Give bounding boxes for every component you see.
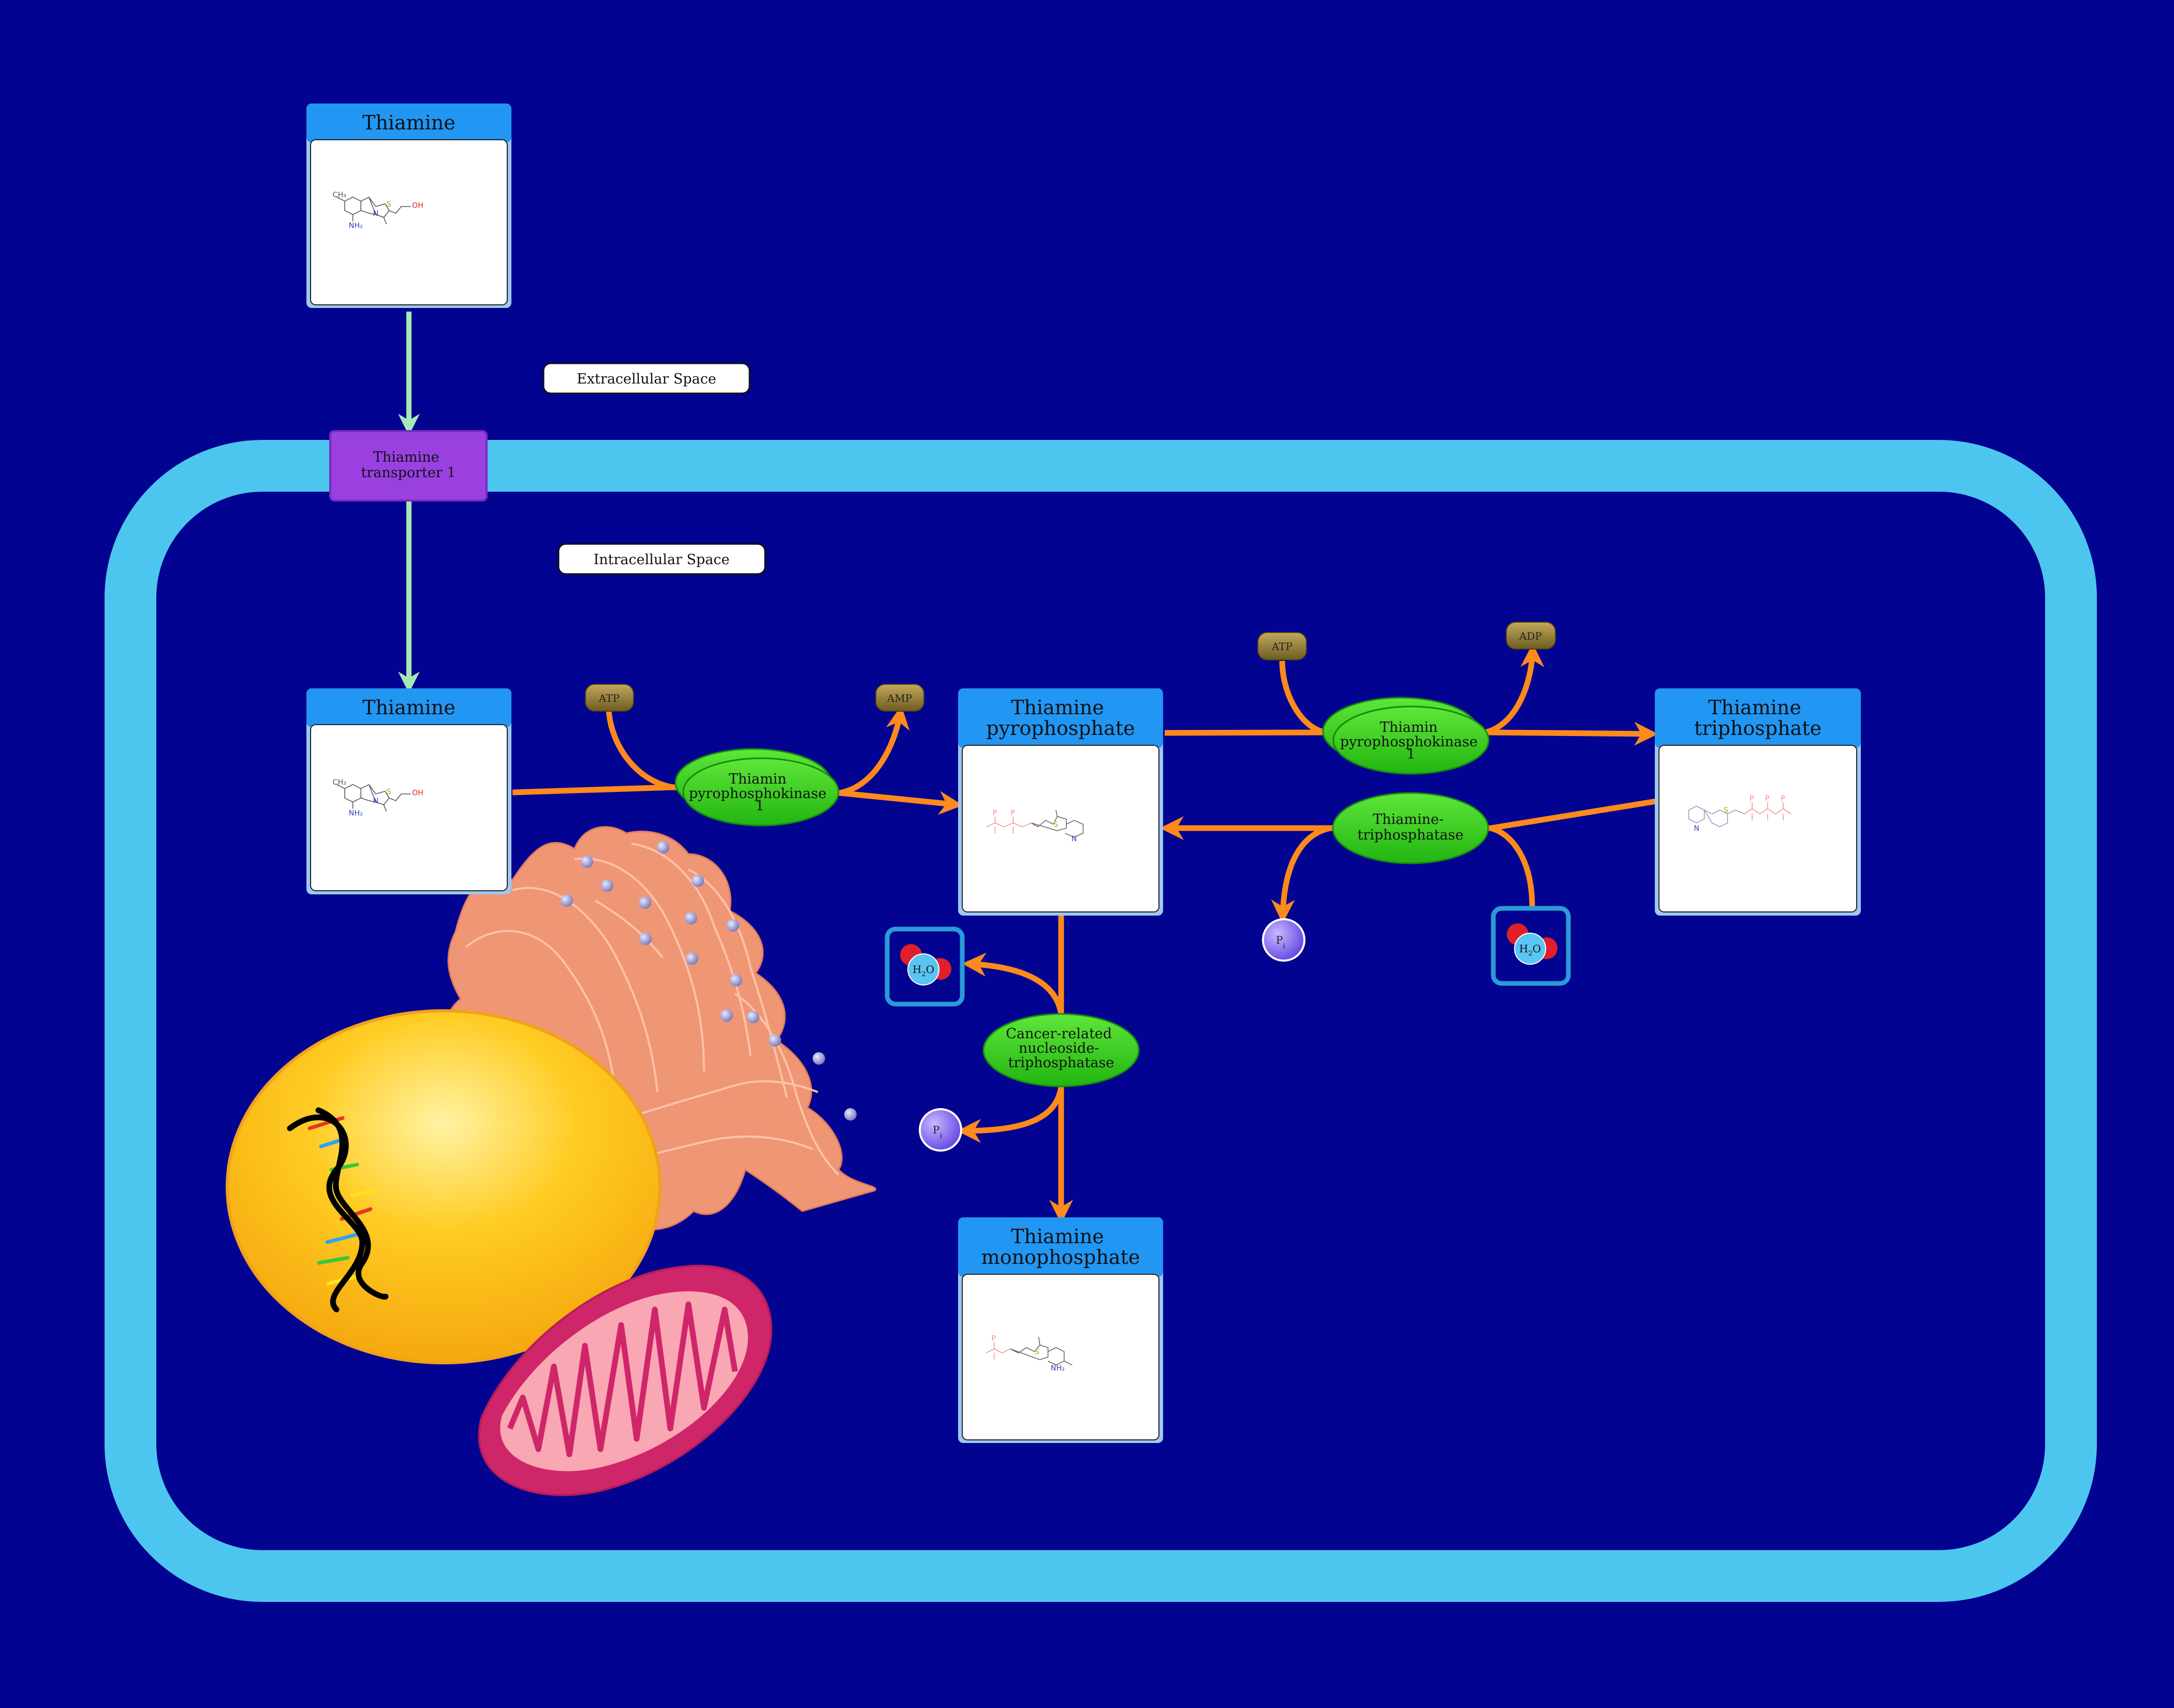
svg-text:AMP: AMP bbox=[887, 692, 912, 704]
svg-text:Intracellular Space: Intracellular Space bbox=[594, 552, 730, 568]
enzyme-cancer-related-nucleoside-triphosphatase[interactable]: Cancer-related nucleoside- triphosphatas… bbox=[982, 1013, 1140, 1087]
structure-thiamine: CH₃ NH₂ OH N S bbox=[333, 778, 423, 818]
svg-text:S: S bbox=[1053, 821, 1058, 829]
enzyme-thiamin-pyrophosphokinase-1-a[interactable]: Thiamin pyrophosphokinase 1 bbox=[674, 748, 840, 827]
dna-helix bbox=[287, 1107, 389, 1313]
atp2-to-tpk1b bbox=[1279, 660, 1327, 735]
svg-text:NH₂: NH₂ bbox=[349, 809, 363, 818]
phosphate-icon[interactable]: Pi bbox=[919, 1108, 962, 1152]
svg-text:CH₃: CH₃ bbox=[333, 191, 346, 199]
enzyme-label: Thiamin pyrophosphokinase 1 bbox=[1340, 719, 1482, 762]
svg-text:CH₃: CH₃ bbox=[333, 778, 346, 787]
crntp-to-pi bbox=[957, 1086, 1064, 1143]
compound-title: Thiamine bbox=[362, 111, 456, 134]
extracellular-space-label: Extracellular Space bbox=[542, 362, 751, 394]
svg-text:H2O: H2O bbox=[1519, 943, 1541, 958]
enzyme-label: Thiamine- triphosphatase bbox=[1358, 812, 1464, 843]
svg-text:P: P bbox=[991, 1335, 996, 1343]
phosphate-icon[interactable]: Pi bbox=[1262, 918, 1305, 962]
transporter-label: Thiamine transporter 1 bbox=[361, 449, 456, 481]
nucleus bbox=[226, 1009, 662, 1364]
tpk1b-to-adp2 bbox=[1485, 643, 1545, 735]
structure-thiamine-pyrophosphate: P P S N bbox=[986, 809, 1084, 843]
svg-text:NH₂: NH₂ bbox=[1051, 1364, 1065, 1373]
structure-thiamine: CH₃ NH₂ OH N S bbox=[333, 191, 423, 230]
svg-text:P: P bbox=[1750, 795, 1754, 803]
cofactor-atp-2[interactable]: ATP bbox=[1257, 632, 1307, 660]
enzyme-label: Cancer-related nucleoside- triphosphatas… bbox=[1006, 1026, 1117, 1071]
svg-text:N: N bbox=[1071, 835, 1077, 843]
thtpa-to-pi bbox=[1271, 825, 1331, 924]
compound-thiamine-triphosphate[interactable]: Thiamine triphosphate P P P S N bbox=[1655, 688, 1861, 916]
water-icon[interactable]: H2O bbox=[885, 926, 965, 1007]
thiamine-transporter-1[interactable]: Thiamine transporter 1 bbox=[329, 430, 488, 502]
compound-thiamine-monophosphate[interactable]: Thiamine monophosphate P S NH₂ bbox=[958, 1217, 1163, 1443]
svg-text:N: N bbox=[373, 797, 379, 805]
svg-text:NH₂: NH₂ bbox=[349, 222, 363, 230]
svg-text:ATP: ATP bbox=[1271, 640, 1292, 653]
intracellular-space-label: Intracellular Space bbox=[557, 543, 766, 575]
tpk1-to-amp1 bbox=[839, 705, 910, 796]
cofactor-amp-1[interactable]: AMP bbox=[875, 684, 924, 712]
compound-thiamine[interactable]: Thiamine CH₃ NH₂ OH N S bbox=[306, 688, 511, 894]
water-to-thtpa bbox=[1490, 825, 1535, 907]
enzyme-thiamin-pyrophosphokinase-1-b[interactable]: Thiamin pyrophosphokinase 1 bbox=[1322, 697, 1490, 775]
water-icon[interactable]: H2O bbox=[1491, 906, 1571, 986]
cofactor-adp-2[interactable]: ADP bbox=[1506, 622, 1556, 650]
svg-text:ATP: ATP bbox=[598, 692, 620, 704]
structure-thiamine-triphosphate: P P P S N bbox=[1688, 795, 1791, 833]
svg-text:P: P bbox=[1781, 795, 1785, 803]
svg-text:P: P bbox=[993, 809, 997, 817]
svg-text:S: S bbox=[1035, 1348, 1039, 1357]
svg-text:OH: OH bbox=[412, 789, 423, 798]
compound-title: Thiamine monophosphate bbox=[981, 1225, 1140, 1269]
enzyme-label: Thiamin pyrophosphokinase 1 bbox=[689, 771, 831, 814]
svg-text:P: P bbox=[1011, 809, 1015, 817]
cofactor-atp-1[interactable]: ATP bbox=[585, 684, 634, 712]
svg-text:S: S bbox=[387, 788, 391, 796]
svg-text:OH: OH bbox=[412, 202, 423, 210]
compound-title: Thiamine bbox=[362, 696, 456, 719]
compound-title: Thiamine pyrophosphate bbox=[986, 696, 1135, 740]
compound-thiamine-extracellular[interactable]: Thiamine CH₃ NH₂ OH N S bbox=[306, 104, 511, 308]
svg-text:H2O: H2O bbox=[913, 963, 934, 978]
compound-thiamine-pyrophosphate[interactable]: Thiamine pyrophosphate P P S N bbox=[958, 688, 1163, 916]
svg-text:Extracellular Space: Extracellular Space bbox=[577, 371, 716, 387]
mitochondrion bbox=[478, 1264, 773, 1496]
structure-thiamine-monophosphate: P S NH₂ bbox=[986, 1335, 1073, 1373]
svg-text:ADP: ADP bbox=[1519, 630, 1542, 642]
svg-text:Pi: Pi bbox=[933, 1124, 942, 1140]
svg-text:Pi: Pi bbox=[1276, 934, 1285, 950]
svg-text:S: S bbox=[1724, 806, 1728, 815]
svg-text:N: N bbox=[1694, 824, 1699, 833]
enzyme-thiamine-triphosphatase[interactable]: Thiamine- triphosphatase bbox=[1332, 792, 1489, 864]
svg-text:S: S bbox=[387, 200, 391, 209]
svg-text:N: N bbox=[373, 210, 379, 218]
atp1-to-tpk1 bbox=[606, 709, 673, 790]
svg-text:P: P bbox=[1765, 795, 1769, 803]
compound-title: Thiamine triphosphate bbox=[1694, 696, 1822, 740]
crntp-to-water bbox=[962, 952, 1064, 1015]
cell-membrane bbox=[105, 440, 2097, 1602]
